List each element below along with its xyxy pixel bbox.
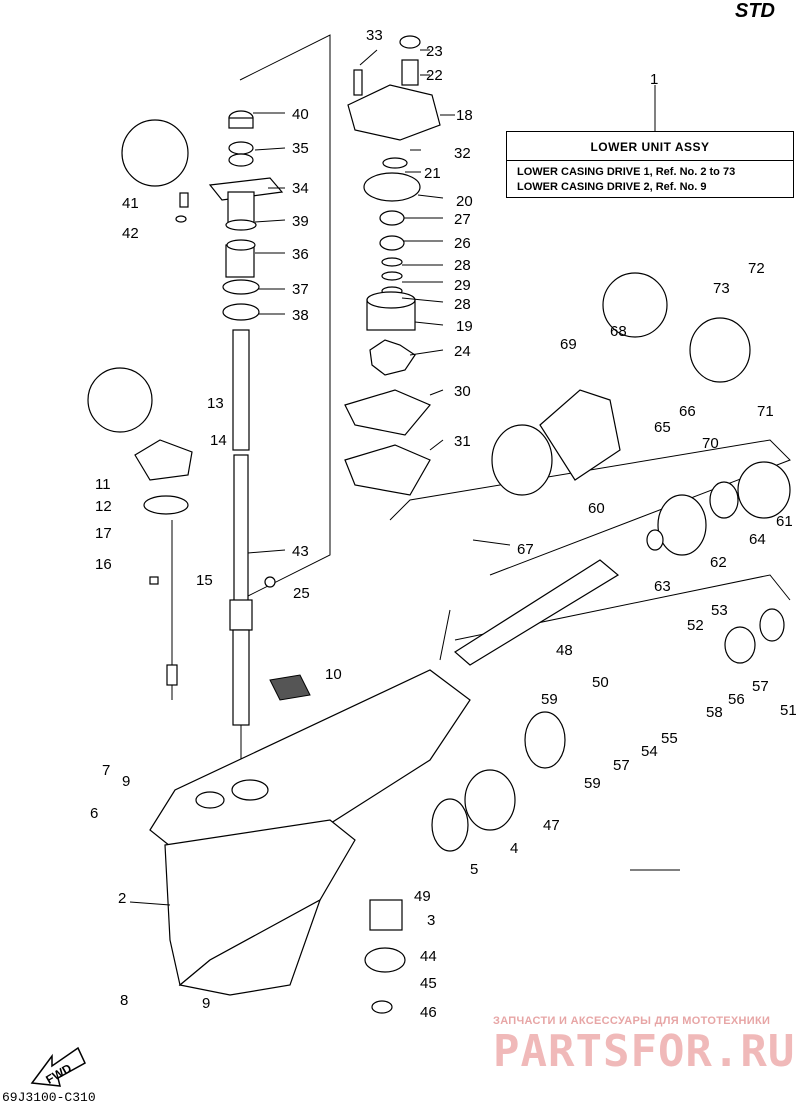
callout-45: 45 [420, 975, 437, 992]
callout-20: 20 [456, 193, 473, 210]
callout-34: 34 [292, 180, 309, 197]
callout-67: 67 [517, 541, 534, 558]
callout-16: 16 [95, 556, 112, 573]
callout-9a: 9 [122, 773, 130, 790]
fwd-arrow-icon: FWD [30, 1046, 86, 1087]
callout-36: 36 [292, 246, 309, 263]
callout-59a: 59 [541, 691, 558, 708]
callout-5: 5 [470, 861, 478, 878]
callout-13: 13 [207, 395, 224, 412]
callout-57b: 57 [613, 757, 630, 774]
callout-24: 24 [454, 343, 471, 360]
callout-53: 53 [711, 602, 728, 619]
callout-17: 17 [95, 525, 112, 542]
callout-11: 11 [95, 476, 111, 493]
callout-38: 38 [292, 307, 309, 324]
callout-57a: 57 [752, 678, 769, 695]
callout-46: 46 [420, 1004, 437, 1021]
callout-43: 43 [292, 543, 309, 560]
callout-68: 68 [610, 323, 627, 340]
left-small-parts [134, 192, 276, 700]
assembly-line-2: LOWER CASING DRIVE 2, Ref. No. 9 [517, 181, 707, 193]
watermark-tagline: ЗАПЧАСТИ И АКСЕССУАРЫ ДЛЯ МОТОТЕХНИКИ [493, 1015, 771, 1027]
callout-18: 18 [456, 107, 473, 124]
callout-23: 23 [426, 43, 443, 60]
callout-4: 4 [510, 840, 518, 857]
callout-9b: 9 [202, 995, 210, 1012]
leader-lines [129, 49, 680, 906]
callout-15: 15 [196, 572, 213, 589]
std-label: STD [735, 0, 775, 22]
callout-2: 2 [118, 890, 126, 907]
callout-25: 25 [293, 585, 310, 602]
callout-35: 35 [292, 140, 309, 157]
callout-14: 14 [210, 432, 227, 449]
callout-48: 48 [556, 642, 573, 659]
callout-8: 8 [120, 992, 128, 1009]
callout-44: 44 [420, 948, 437, 965]
callout-21: 21 [424, 165, 441, 182]
callout-28a: 28 [454, 257, 471, 274]
callout-28b: 28 [454, 296, 471, 313]
callout-42: 42 [122, 225, 139, 242]
callout-66: 66 [679, 403, 696, 420]
callout-55: 55 [661, 730, 678, 747]
callout-39: 39 [292, 213, 309, 230]
callout-49: 49 [414, 888, 431, 905]
watermark-brand: PARTSFOR.RU [493, 1026, 796, 1077]
callout-40: 40 [292, 106, 309, 123]
callout-37: 37 [292, 281, 309, 298]
callout-7: 7 [102, 762, 110, 779]
callout-27: 27 [454, 211, 471, 228]
callout-30: 30 [454, 383, 471, 400]
callout-61: 61 [776, 513, 793, 530]
callout-10: 10 [325, 666, 342, 683]
callout-71: 71 [757, 403, 774, 420]
callout-69: 69 [560, 336, 577, 353]
callout-58: 58 [706, 704, 723, 721]
callout-54: 54 [641, 743, 658, 760]
callout-26: 26 [454, 235, 471, 252]
drive-shaft-assembly [208, 110, 284, 760]
callout-19: 19 [456, 318, 473, 335]
callout-56: 56 [728, 691, 745, 708]
callout-47: 47 [543, 817, 560, 834]
callout-70: 70 [702, 435, 719, 452]
callout-72: 72 [748, 260, 765, 277]
callout-60: 60 [588, 500, 605, 517]
callout-65: 65 [654, 419, 671, 436]
callout-63: 63 [654, 578, 671, 595]
callout-73: 73 [713, 280, 730, 297]
callout-3: 3 [427, 912, 435, 929]
callout-1: 1 [650, 71, 658, 88]
callout-22: 22 [426, 67, 443, 84]
callout-6: 6 [90, 805, 98, 822]
assembly-info-box: LOWER UNIT ASSY LOWER CASING DRIVE 1, Re… [506, 131, 794, 198]
gear-housing-and-shaft [364, 317, 791, 1014]
water-pump-assembly [344, 35, 441, 496]
assembly-divider [507, 160, 793, 161]
assembly-title: LOWER UNIT ASSY [590, 140, 710, 154]
callout-29: 29 [454, 277, 471, 294]
callout-59b: 59 [584, 775, 601, 792]
callout-62: 62 [710, 554, 727, 571]
assembly-line-1: LOWER CASING DRIVE 1, Ref. No. 2 to 73 [517, 166, 736, 178]
lower-casing [149, 669, 471, 996]
callout-51: 51 [780, 702, 797, 719]
callout-52: 52 [687, 617, 704, 634]
callout-31: 31 [454, 433, 471, 450]
callout-50: 50 [592, 674, 609, 691]
detail-bubbles [87, 119, 668, 433]
callout-labels: 1 2 3 4 5 6 7 8 9 9 10 11 12 13 14 15 16… [90, 27, 797, 1021]
callout-64: 64 [749, 531, 766, 548]
callout-32: 32 [454, 145, 471, 162]
callout-33: 33 [366, 27, 383, 44]
callout-41: 41 [122, 195, 139, 212]
diagram-code: 69J3100-C310 [2, 1090, 96, 1105]
callout-12: 12 [95, 498, 112, 515]
